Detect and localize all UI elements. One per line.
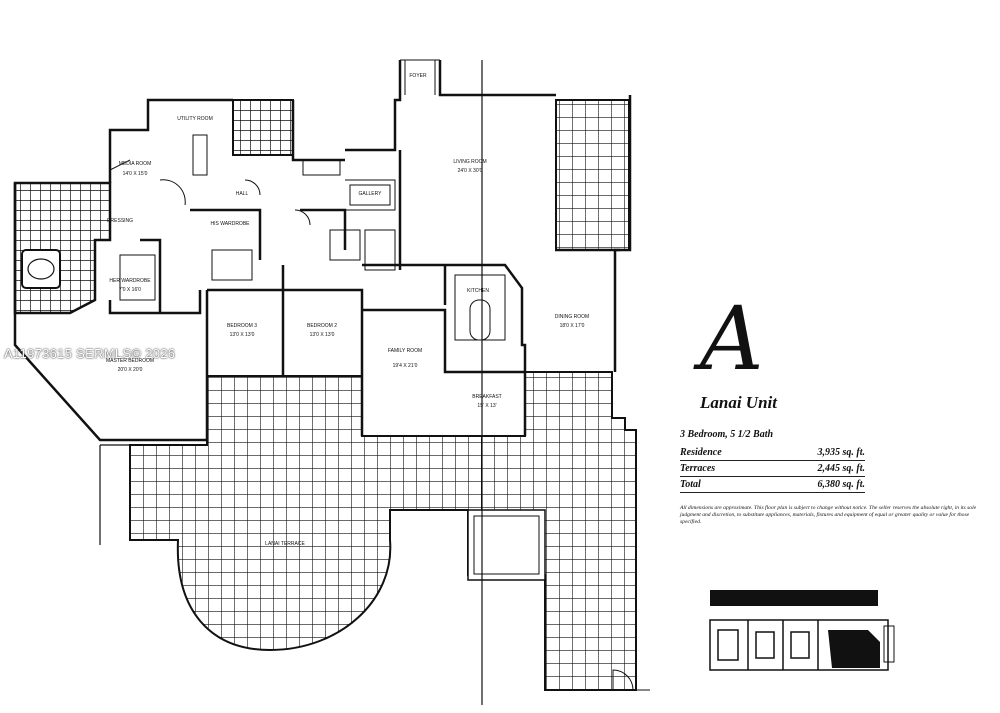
key-plan-building xyxy=(709,619,889,671)
family-label: FAMILY ROOM xyxy=(388,348,422,354)
bedroom3-label: BEDROOM 3 xyxy=(227,323,257,329)
listing-watermark: A11973615 SERMLS© 2026 xyxy=(4,346,176,361)
her-wardrobe-dims: 7'0 X 16'0 xyxy=(119,287,141,293)
terrace-label: LANAI TERRACE xyxy=(265,541,305,547)
her-wardrobe-label: HER WARDROBE xyxy=(109,278,151,284)
dining-label: DINING ROOM xyxy=(555,314,589,320)
key-plan-highlight xyxy=(828,630,880,668)
total-value: 6,380 sq. ft. xyxy=(817,479,866,490)
unit-name: Lanai Unit xyxy=(700,393,777,412)
master-bath xyxy=(13,181,112,315)
kitchen-label: KITCHEN xyxy=(467,288,489,294)
terraces-value: 2,445 sq. ft. xyxy=(817,463,866,474)
total-row: Total 6,380 sq. ft. xyxy=(680,477,865,493)
residence-value: 3,935 sq. ft. xyxy=(817,447,866,458)
residence-row: Residence 3,935 sq. ft. xyxy=(680,445,865,461)
family-dims: 19'4 X 21'0 xyxy=(393,363,418,369)
area-summary: 3 Bedroom, 5 1/2 Bath Residence 3,935 sq… xyxy=(680,429,865,493)
wall-details xyxy=(109,59,506,705)
terraces-label: Terraces xyxy=(680,463,716,474)
master-dims: 20'0 X 20'0 xyxy=(118,367,143,373)
dressing-label: DRESSING xyxy=(107,218,133,224)
his-wardrobe-label: HIS WARDROBE xyxy=(211,221,251,227)
lanai-terrace xyxy=(99,371,650,691)
master-label: MASTER BEDROOM xyxy=(106,358,154,364)
gallery-label: GALLERY xyxy=(359,191,383,197)
bedroom2-dims: 13'0 X 13'0 xyxy=(310,332,335,338)
bed-bath-summary: 3 Bedroom, 5 1/2 Bath xyxy=(680,429,774,440)
utility-tile xyxy=(232,99,294,156)
media-label: MEDIA ROOM xyxy=(119,161,152,167)
dining-dims: 18'0 X 17'0 xyxy=(560,323,585,329)
terraces-row: Terraces 2,445 sq. ft. xyxy=(680,461,865,477)
dining-balcony xyxy=(555,99,630,251)
disclaimer: All dimensions are approximate. This flo… xyxy=(680,505,977,526)
foyer-label: FOYER xyxy=(409,73,427,79)
room-labels: FOYER UTILITY ROOM MEDIA ROOM 14'0 X 15'… xyxy=(106,73,589,547)
key-plan-marker xyxy=(883,625,895,663)
unit-letter: A xyxy=(700,287,764,390)
residence-label: Residence xyxy=(680,447,722,458)
key-plan-bar xyxy=(710,590,878,606)
utility-label: UTILITY ROOM xyxy=(177,116,212,122)
total-label: Total xyxy=(680,479,701,490)
living-label: LIVING ROOM xyxy=(453,159,486,165)
walls xyxy=(13,60,632,442)
breakfast-dims: 15' X 13' xyxy=(477,403,496,409)
key-plan xyxy=(709,590,895,671)
hall-label: HALL xyxy=(236,191,249,197)
breakfast-label: BREAKFAST xyxy=(472,394,501,400)
living-dims: 24'0 X 30'0 xyxy=(458,168,483,174)
bedroom2-label: BEDROOM 2 xyxy=(307,323,337,329)
bedroom3-dims: 13'0 X 13'0 xyxy=(230,332,255,338)
media-dims: 14'0 X 15'0 xyxy=(123,171,148,177)
